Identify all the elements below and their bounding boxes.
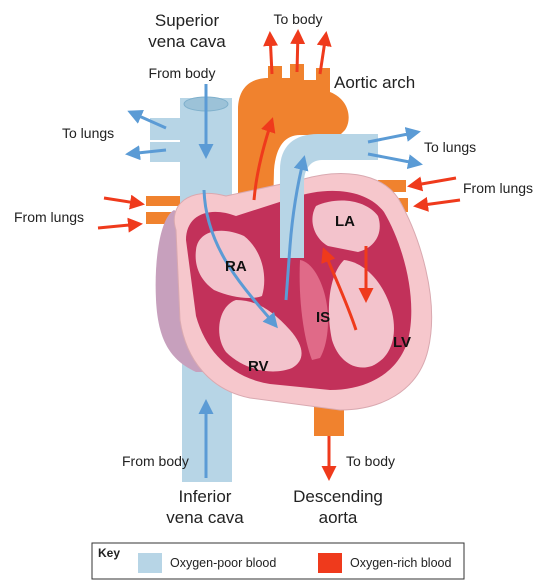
label-to-lungs-left: To lungs — [62, 125, 114, 141]
descending-aorta — [314, 406, 344, 436]
arrow-from-lungs-right-1 — [410, 178, 456, 186]
label-ra: RA — [225, 258, 247, 275]
label-descending-aorta-line2: aorta — [319, 508, 358, 527]
key-box: Key Oxygen-poor blood Oxygen-rich blood — [92, 543, 464, 579]
label-superior-vena-cava-line2: vena cava — [148, 32, 226, 51]
key-title: Key — [98, 546, 120, 560]
label-lv: LV — [393, 334, 411, 351]
label-from-body-top: From body — [149, 65, 216, 81]
label-to-body-top: To body — [273, 11, 322, 27]
label-descending-aorta-line1: Descending — [293, 487, 383, 506]
label-la: LA — [335, 213, 355, 230]
label-is: IS — [316, 309, 330, 326]
label-inferior-vena-cava-line2: vena cava — [166, 508, 244, 527]
arrow-to-body-1 — [270, 34, 272, 74]
key-label-oxygen-rich: Oxygen-rich blood — [350, 556, 451, 570]
arrow-from-lungs-left-2 — [98, 224, 140, 228]
label-from-body-bottom: From body — [122, 453, 189, 469]
label-to-body-bottom: To body — [346, 453, 395, 469]
label-superior-vena-cava-line1: Superior — [155, 11, 220, 30]
label-inferior-vena-cava-line1: Inferior — [179, 487, 232, 506]
arrow-to-body-2 — [297, 32, 298, 72]
label-from-lungs-left: From lungs — [14, 209, 84, 225]
label-from-lungs-right: From lungs — [463, 180, 533, 196]
key-swatch-oxygen-rich — [318, 553, 342, 573]
arrow-from-lungs-left-1 — [104, 198, 142, 204]
key-label-oxygen-poor: Oxygen-poor blood — [170, 556, 276, 570]
label-aortic-arch: Aortic arch — [334, 73, 415, 92]
key-swatch-oxygen-poor — [138, 553, 162, 573]
label-rv: RV — [248, 358, 269, 375]
arrow-from-lungs-right-2 — [416, 200, 460, 206]
label-to-lungs-right: To lungs — [424, 139, 476, 155]
